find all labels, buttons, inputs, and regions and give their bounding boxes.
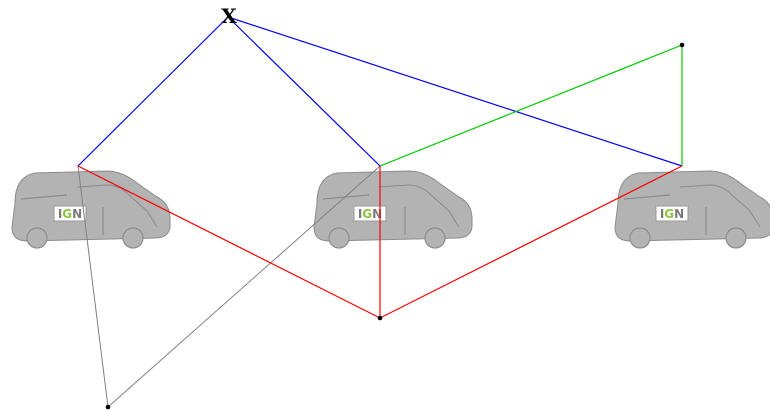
ign-logo-2: IGN xyxy=(353,205,387,222)
blue-ray-center xyxy=(227,16,381,167)
ign-logo-text-2: IGN xyxy=(358,207,382,221)
survey-vehicle-3: IGN xyxy=(614,170,770,249)
red-ray-right xyxy=(379,165,683,319)
survey-vehicle-2: IGN xyxy=(313,170,473,249)
ign-logo-text-1: IGN xyxy=(58,207,82,221)
point-x-label: X xyxy=(221,4,237,28)
survey-vehicle-1: IGN xyxy=(11,170,171,249)
blue-ray-right xyxy=(227,16,683,167)
point-green-top-right xyxy=(679,42,685,48)
point-gray-bottom xyxy=(105,404,111,410)
red-ray-left xyxy=(77,165,381,319)
gray-ray-center xyxy=(107,165,381,408)
ign-logo-3: IGN xyxy=(655,205,689,222)
vehicle-body-3 xyxy=(614,170,770,249)
ign-logo-text-3: IGN xyxy=(660,207,684,221)
gray-ray-left xyxy=(77,165,109,408)
blue-ray-left xyxy=(77,16,229,167)
point-red-bottom xyxy=(377,315,383,321)
vehicle-body-1 xyxy=(11,170,171,249)
vehicle-body-2 xyxy=(313,170,473,249)
green-ray-diagonal xyxy=(379,44,683,167)
ign-logo-1: IGN xyxy=(53,205,87,222)
